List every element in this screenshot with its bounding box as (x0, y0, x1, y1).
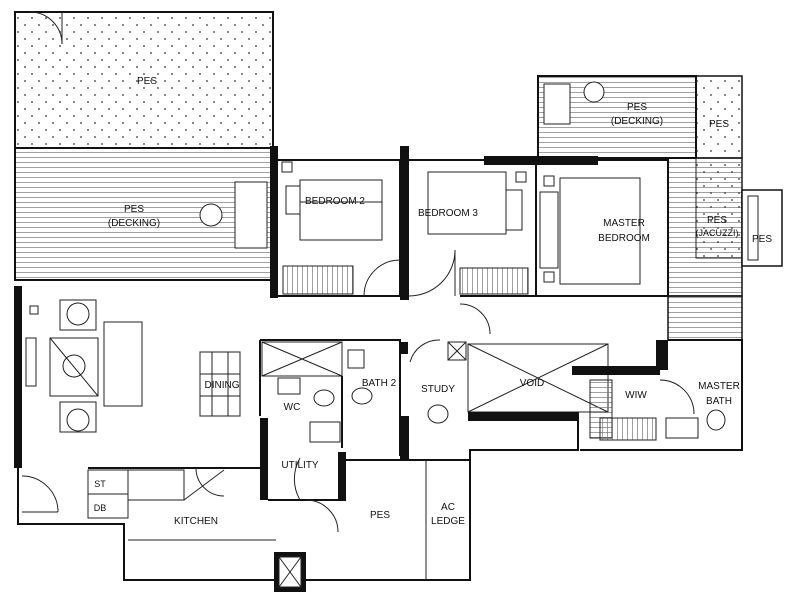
label-study: STUDY (421, 384, 455, 395)
study-void (400, 303, 609, 460)
label-bedroom-2: BEDROOM 2 (305, 196, 365, 207)
pes-top-area (14, 11, 274, 149)
label-db: DB (94, 503, 107, 513)
label-bath-2: BATH 2 (362, 378, 397, 389)
label-dining: DINING (205, 380, 240, 391)
bedroom-2 (270, 146, 401, 298)
pes-decking-right-area (537, 75, 783, 341)
label-pes-jacuzzi-sub: (JACUZZI) (696, 228, 739, 238)
label-pes-decking-right-sub: (DECKING) (611, 116, 663, 127)
label-pes-decking-left-sub: (DECKING) (108, 218, 160, 229)
master-bedroom (484, 156, 669, 297)
room-labels: PES PES (DECKING) PES (DECKING) PES PES … (94, 76, 773, 527)
label-bedroom-3: BEDROOM 3 (418, 208, 478, 219)
label-void: VOID (520, 378, 544, 389)
label-pes-bottom: PES (370, 510, 390, 521)
label-pes-jacuzzi: PES (707, 215, 727, 226)
kitchen-area (21, 459, 470, 592)
outer-walls (14, 286, 743, 581)
wiw-master-bath (572, 340, 726, 441)
bedroom-3 (400, 146, 537, 300)
label-kitchen: KITCHEN (174, 516, 218, 527)
label-st: ST (94, 479, 106, 489)
label-utility: UTILITY (281, 460, 319, 471)
label-pes-decking-left: PES (124, 204, 144, 215)
label-wiw: WIW (625, 390, 647, 401)
living-area (25, 299, 241, 433)
label-master-bedroom: MASTER (603, 218, 645, 229)
label-wc: WC (284, 402, 301, 413)
wet-areas (259, 339, 401, 501)
label-pes-right-small: PES (709, 119, 729, 130)
label-pes-decking-right: PES (627, 102, 647, 113)
label-pes-top: PES (137, 76, 157, 87)
label-master-bath-sub: BATH (706, 396, 732, 407)
label-ac-ledge: AC (441, 502, 455, 513)
label-ac-ledge-sub: LEDGE (431, 516, 465, 527)
label-pes-far-right: PES (752, 234, 772, 245)
pes-decking-left-area (14, 147, 274, 281)
label-master-bedroom-sub: BEDROOM (598, 233, 650, 244)
label-master-bath: MASTER (698, 381, 740, 392)
